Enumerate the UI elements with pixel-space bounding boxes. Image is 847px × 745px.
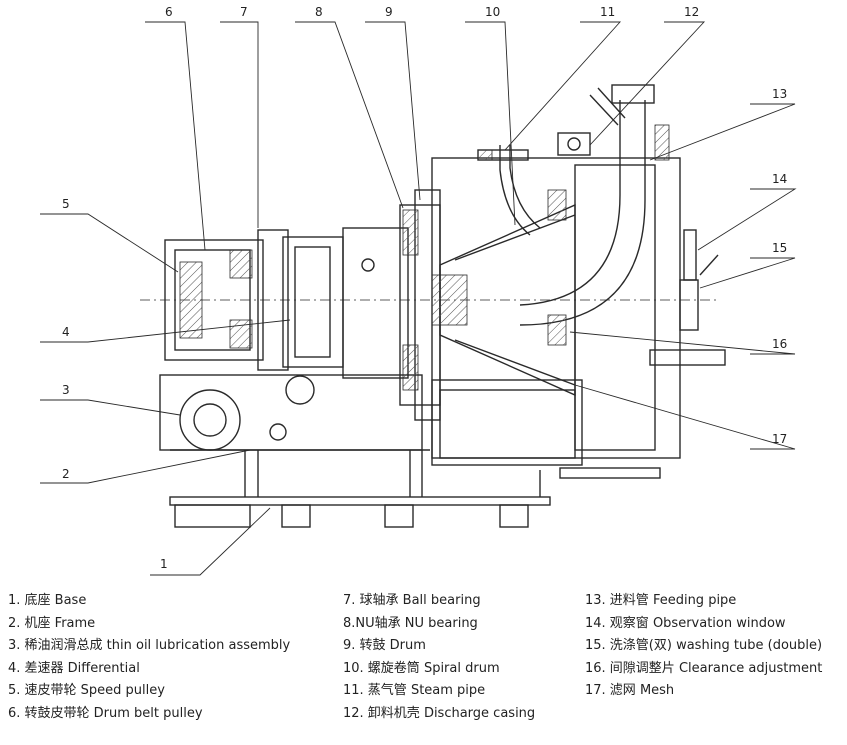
callout-leader-line	[574, 384, 796, 450]
callout-leader-line	[649, 103, 796, 161]
callout-leader-line	[150, 507, 271, 576]
legend-item: 10. 螺旋卷筒 Spiral drum	[343, 660, 500, 676]
callout-number: 10	[485, 5, 500, 19]
callout-number: 2	[62, 467, 70, 481]
callout-number: 4	[62, 325, 70, 339]
callout-number: 6	[165, 5, 173, 19]
hatched-sections	[179, 124, 670, 391]
legend-item: 17. 滤网 Mesh	[585, 683, 675, 699]
legend-item: 13. 进料管 Feeding pipe	[585, 593, 737, 608]
callout-leader-line	[699, 257, 796, 289]
legend-item: 12. 卸料机壳 Discharge casing	[343, 705, 536, 721]
callout-leader-line	[365, 21, 421, 201]
legend-item: 15. 洗涤管(双) washing tube (double)	[585, 638, 823, 654]
callout-number: 1	[160, 557, 168, 571]
callout-leader-line	[40, 449, 251, 484]
callout-leader-line	[145, 21, 206, 251]
legend-item: 6. 转鼓皮带轮 Drum belt pulley	[8, 705, 203, 721]
callout-leader-line	[504, 21, 622, 151]
callout-leader-line	[40, 399, 181, 416]
legend-item: 3. 稀油润滑总成 thin oil lubrication assembly	[8, 638, 291, 654]
callout-leader-line	[569, 331, 796, 355]
callout-leader-line	[697, 188, 797, 251]
legend-item: 14. 观察窗 Observation window	[585, 615, 786, 631]
machine-outline	[140, 84, 726, 528]
callout-leader-line	[465, 21, 516, 226]
legend-column-3: 13. 进料管 Feeding pipe 14. 观察窗 Observation …	[585, 590, 822, 703]
legend-item: 7. 球轴承 Ball bearing	[343, 593, 481, 608]
callout-number: 11	[600, 5, 615, 19]
callout-number: 5	[62, 197, 70, 211]
legend-item: 16. 间隙调整片 Clearance adjustment	[585, 660, 823, 676]
callout-number: 16	[772, 337, 787, 351]
legend-item: 1. 底座 Base	[8, 593, 87, 608]
callout-number: 13	[772, 87, 787, 101]
callout-leader-line	[295, 21, 404, 209]
callout-leader-line	[589, 21, 706, 146]
legend-item: 9. 转鼓 Drum	[343, 638, 426, 654]
callout-number: 12	[684, 5, 699, 19]
legend-item: 11. 蒸气管 Steam pipe	[343, 683, 486, 699]
legend-item: 2. 机座 Frame	[8, 615, 96, 631]
callout-number: 8	[315, 5, 323, 19]
callout-leader-line	[220, 21, 259, 228]
legend-item: 5. 速皮带轮 Speed pulley	[8, 683, 165, 699]
callout-number: 15	[772, 241, 787, 255]
callout-number: 3	[62, 383, 70, 397]
legend-column-2: 7. 球轴承 Ball bearing 8.NU轴承 NU bearing 9. 转…	[343, 590, 535, 726]
callout-number: 7	[240, 5, 248, 19]
callout-number: 9	[385, 5, 393, 19]
legend-column-1: 1. 底座 Base 2. 机座 Frame 3. 稀油润滑总成 thin oil …	[8, 590, 290, 726]
callout-leader-line	[40, 319, 291, 343]
callout-number: 14	[772, 172, 787, 186]
callout-leader-line	[40, 213, 179, 273]
callout-number: 17	[772, 432, 787, 446]
legend-item: 4. 差速器 Differential	[8, 660, 140, 676]
legend-item: 8.NU轴承 NU bearing	[343, 615, 478, 631]
